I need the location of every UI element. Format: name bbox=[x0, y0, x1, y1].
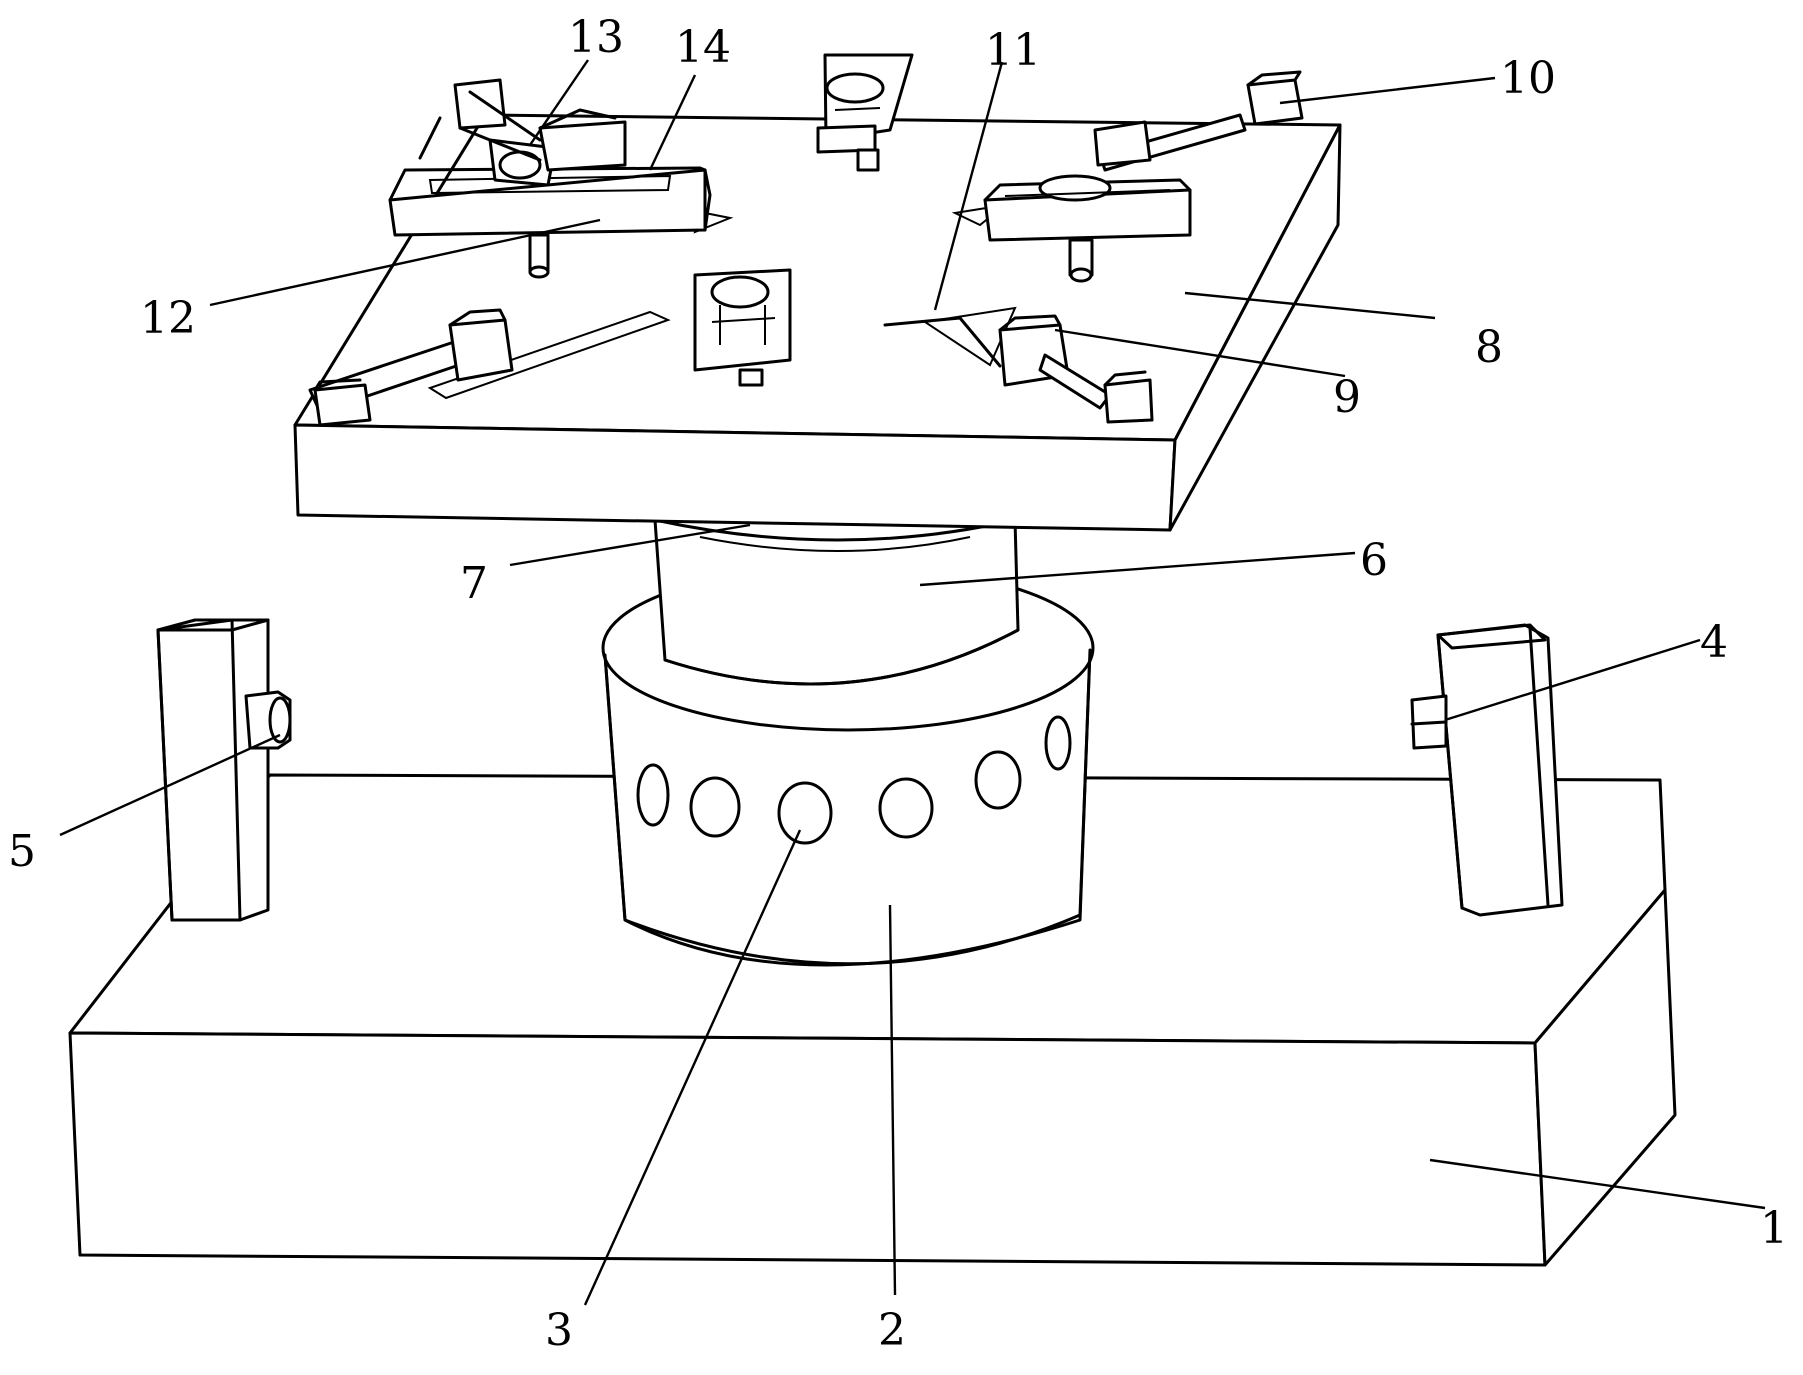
label-11: 11 bbox=[985, 25, 1041, 76]
label-6: 6 bbox=[1360, 535, 1388, 586]
label-3: 3 bbox=[545, 1305, 573, 1356]
label-9: 9 bbox=[1333, 372, 1361, 423]
label-7: 7 bbox=[460, 558, 488, 609]
label-5: 5 bbox=[8, 826, 36, 877]
label-2: 2 bbox=[878, 1305, 906, 1356]
label-10: 10 bbox=[1500, 53, 1556, 104]
label-1: 1 bbox=[1760, 1203, 1788, 1254]
label-8: 8 bbox=[1475, 322, 1503, 373]
label-14: 14 bbox=[675, 22, 731, 73]
label-4: 4 bbox=[1700, 617, 1728, 668]
hole-3 bbox=[779, 783, 831, 843]
label-13: 13 bbox=[568, 12, 624, 63]
label-12: 12 bbox=[140, 293, 196, 344]
